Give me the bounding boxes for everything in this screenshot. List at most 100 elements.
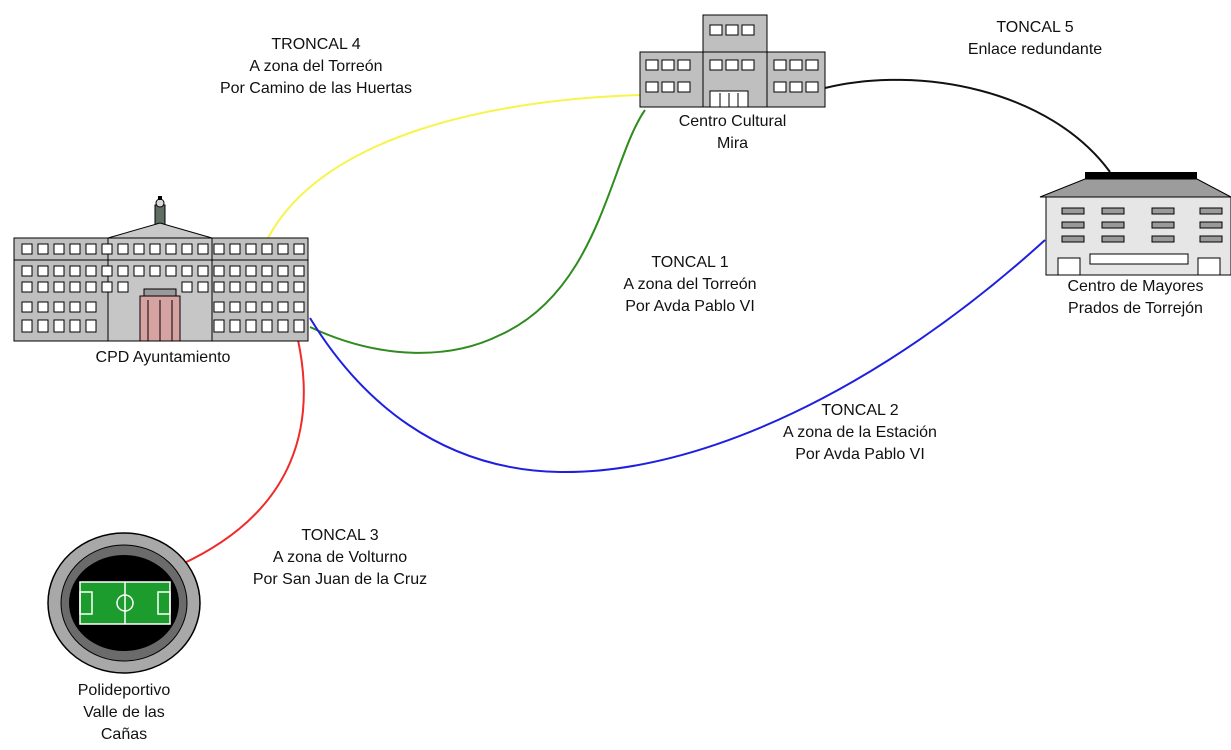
window (69, 281, 81, 293)
window (677, 81, 691, 93)
troncal-2-link (309, 239, 1046, 474)
troncal-5-link (824, 78, 1111, 173)
window (37, 301, 49, 313)
window (85, 265, 97, 277)
window (789, 59, 803, 71)
troncal-2-label: TONCAL 2 A zona de la Estación Por Avda … (745, 400, 975, 466)
window (117, 281, 129, 293)
polideportivo-label-line-3: Cañas (100, 726, 148, 743)
troncal-5-label: TONCAL 5 Enlace redundante (945, 17, 1125, 61)
window (213, 243, 225, 255)
centro-mayores-label-line-2: Prados de Torrejón (1068, 300, 1203, 317)
window (133, 243, 145, 255)
troncal-1-label-line-2: A zona del Torreón (623, 276, 757, 293)
window (245, 243, 257, 255)
window (293, 243, 305, 255)
window (229, 281, 241, 293)
window (21, 319, 33, 333)
troncal-1-link (309, 109, 646, 354)
window (1151, 235, 1175, 243)
troncal-5-label-line-2: Enlace redundante (967, 41, 1103, 58)
window (645, 81, 659, 93)
polideportivo-label-line-2: Valle de las (83, 704, 165, 721)
window (261, 319, 273, 333)
centro-mayores-label: Centro de Mayores Prados de Torrejón (1040, 276, 1231, 320)
window (293, 281, 305, 293)
residence-building-icon (1039, 172, 1231, 276)
window (117, 265, 129, 277)
window (245, 319, 257, 333)
stadium-icon (47, 532, 201, 674)
window (53, 319, 65, 333)
window (229, 243, 241, 255)
window (69, 301, 81, 313)
troncal-3-label-line-1: TONCAL 3 (301, 527, 379, 544)
window (21, 281, 33, 293)
window (213, 319, 225, 333)
troncal-3-label-line-3: Por San Juan de la Cruz (252, 571, 428, 588)
window (181, 281, 193, 293)
window (21, 265, 33, 277)
window (261, 281, 273, 293)
window (261, 301, 273, 313)
troncal-1-label-line-3: Por Avda Pablo VI (625, 298, 755, 315)
window (101, 281, 113, 293)
window (277, 319, 289, 333)
cpd-label: CPD Ayuntamiento (28, 347, 298, 369)
window (85, 243, 97, 255)
window (245, 265, 257, 277)
troncal-4-label: TRONCAL 4 A zona del Torreón Por Camino … (186, 34, 446, 100)
window (1061, 207, 1085, 215)
window (293, 265, 305, 277)
town-hall-building-icon (13, 196, 309, 342)
window (149, 265, 161, 277)
window (741, 24, 755, 36)
window (37, 265, 49, 277)
window (69, 243, 81, 255)
window (1101, 221, 1125, 229)
centro-cultural-label-line-1: Centro Cultural (678, 113, 787, 130)
window (213, 265, 225, 277)
polideportivo-label-line-1: Polideportivo (77, 682, 171, 699)
window (1199, 221, 1223, 229)
window (165, 265, 177, 277)
window (261, 243, 273, 255)
window (229, 319, 241, 333)
window (1199, 235, 1223, 243)
window (101, 243, 113, 255)
troncal-1-label: TONCAL 1 A zona del Torreón Por Avda Pab… (580, 252, 800, 318)
window (725, 24, 739, 36)
window (277, 265, 289, 277)
window (117, 243, 129, 255)
window (229, 265, 241, 277)
window (229, 301, 241, 313)
centro-cultural-label: Centro Cultural Mira (640, 111, 825, 155)
window (21, 301, 33, 313)
window (1199, 207, 1223, 215)
polideportivo-label: Polideportivo Valle de las Cañas (34, 680, 214, 746)
window (133, 265, 145, 277)
window (773, 59, 787, 71)
window (37, 243, 49, 255)
centro-cultural-label-line-2: Mira (716, 135, 749, 152)
window (149, 243, 161, 255)
window (165, 243, 177, 255)
window (53, 281, 65, 293)
window (245, 301, 257, 313)
window (1101, 207, 1125, 215)
troncal-2-label-line-2: A zona de la Estación (783, 424, 937, 441)
troncal-3-label-line-2: A zona de Volturno (272, 549, 408, 566)
troncal-3-label: TONCAL 3 A zona de Volturno Por San Juan… (210, 525, 470, 591)
window (213, 301, 225, 313)
centro-mayores-label-line-1: Centro de Mayores (1067, 278, 1204, 295)
window (645, 59, 659, 71)
window (1151, 207, 1175, 215)
office-building-icon (639, 14, 826, 108)
window (37, 281, 49, 293)
window (709, 59, 723, 71)
window (661, 81, 675, 93)
troncal-3-link (179, 339, 305, 566)
window (1061, 221, 1085, 229)
window (197, 243, 209, 255)
window (53, 265, 65, 277)
